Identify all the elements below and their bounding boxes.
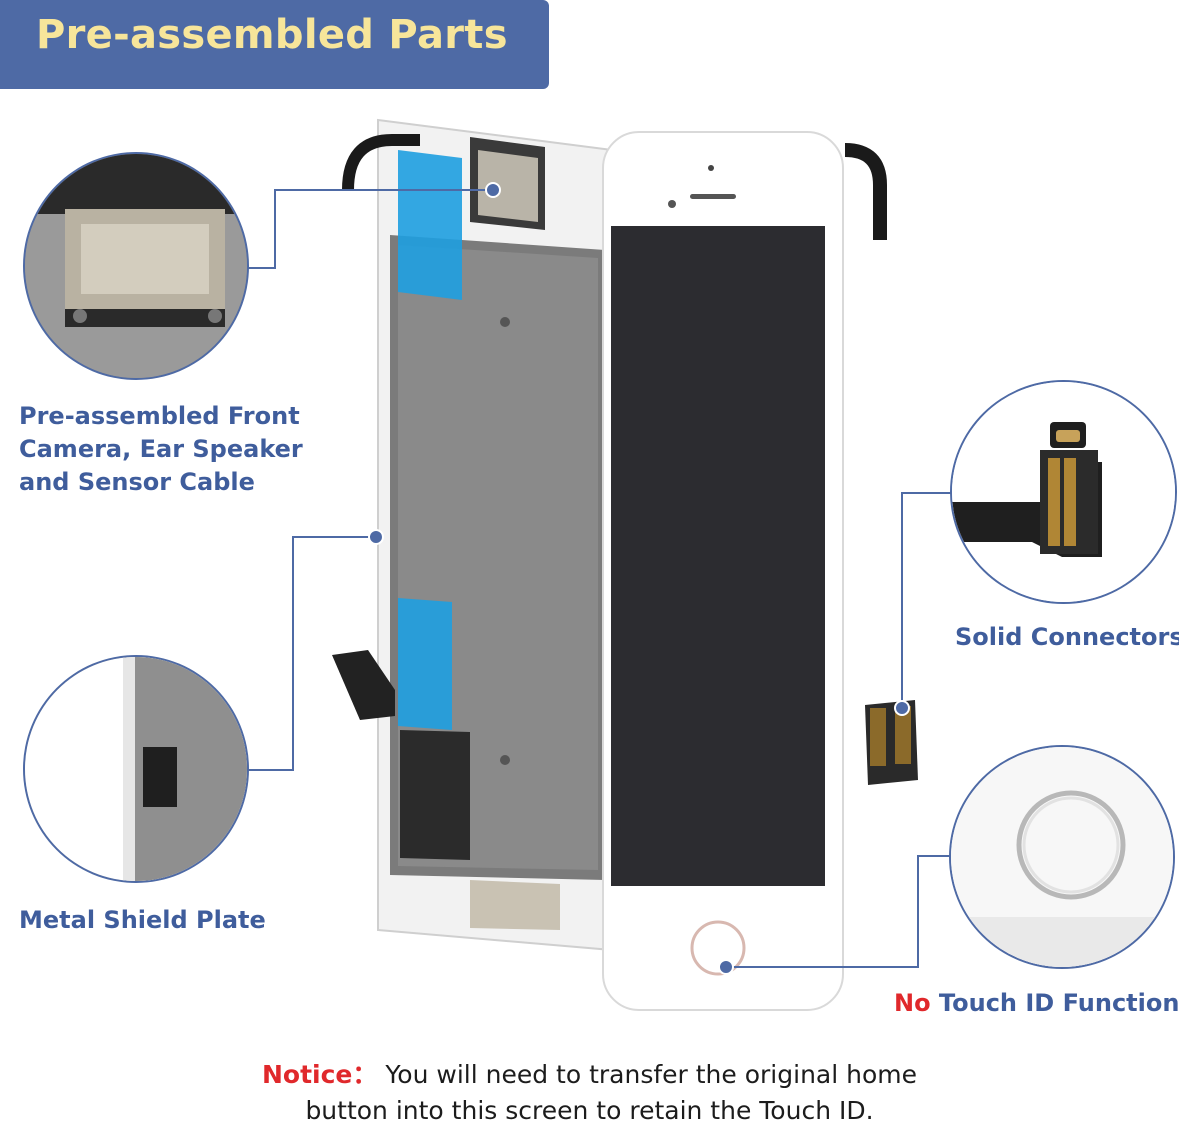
touchid-label: Touch ID Function [930, 989, 1179, 1017]
screen-front [602, 131, 918, 1011]
notice-line2: button into this screen to retain the To… [305, 1096, 874, 1125]
notice-block: Notice： You will need to transfer the or… [0, 1057, 1179, 1129]
notice-line1-wrap: Notice： You will need to transfer the or… [0, 1057, 1179, 1093]
home-button-icon [951, 747, 1173, 967]
connectors-caption: Solid Connectors [955, 621, 1179, 654]
notice-prefix: Notice： [261, 1060, 378, 1089]
banner-title: Pre-assembled Parts [36, 12, 508, 58]
camera-caption: Pre-assembled Front Camera, Ear Speaker … [19, 400, 303, 499]
metal-shield-label: Metal Shield Plate [19, 906, 266, 934]
leader-lines [248, 189, 953, 968]
metal-shield-caption: Metal Shield Plate [19, 904, 266, 937]
touchid-no-word: No [894, 989, 931, 1017]
leader-dots [368, 182, 910, 975]
ear-speaker-icon [25, 154, 247, 378]
camera-caption-line1: Pre-assembled Front [19, 402, 300, 430]
camera-caption-line3: and Sensor Cable [19, 468, 255, 496]
connector-closeup [950, 380, 1177, 604]
connectors-label: Solid Connectors [955, 623, 1179, 651]
notice-line1: You will need to transfer the original h… [385, 1060, 917, 1089]
title-banner: Pre-assembled Parts [0, 0, 549, 89]
metal-shield-closeup [23, 655, 249, 883]
screen-back-assembly [332, 118, 613, 952]
touchid-caption: No Touch ID Function [894, 987, 1179, 1020]
connector-icon [952, 382, 1175, 602]
ear-speaker-closeup [23, 152, 249, 380]
metal-shield-icon [25, 657, 247, 881]
home-button-closeup [949, 745, 1175, 969]
camera-caption-line2: Camera, Ear Speaker [19, 435, 303, 463]
